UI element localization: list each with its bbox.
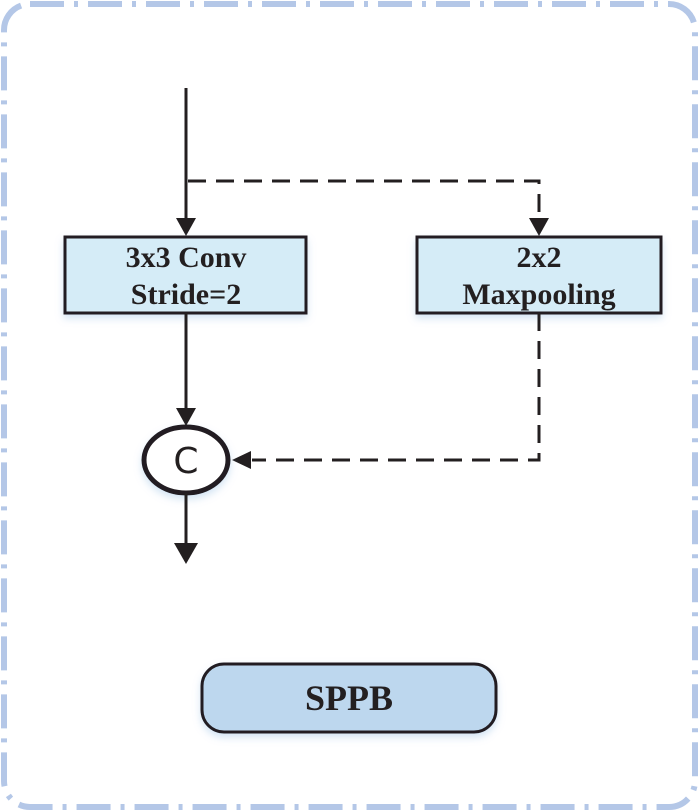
concat-right-arrowhead xyxy=(232,451,251,469)
conv-label-line1: 3x3 Conv xyxy=(126,241,247,274)
pool-label-line1: 2x2 xyxy=(517,241,562,274)
conv-box xyxy=(63,235,308,315)
pool-input-arrowhead xyxy=(529,218,549,236)
concat-label: C xyxy=(173,441,198,482)
concat-top-arrowhead xyxy=(176,408,196,426)
title-label: SPPB xyxy=(305,678,393,718)
pool-node: 2x2 Maxpooling xyxy=(415,235,663,315)
title-badge: SPPB xyxy=(200,662,498,734)
pool-to-concat-dashed-line xyxy=(252,313,541,462)
title-pill xyxy=(200,662,498,734)
conv-label-line2: Stride=2 xyxy=(131,278,241,311)
conv-input-arrowhead xyxy=(176,218,196,236)
concat-node: C xyxy=(141,424,231,496)
output-arrowhead xyxy=(174,543,198,564)
pool-branch-dashed-line xyxy=(188,179,541,218)
pool-box xyxy=(415,235,663,315)
pool-label-line2: Maxpooling xyxy=(462,278,615,311)
conv-node: 3x3 Conv Stride=2 xyxy=(63,235,308,315)
